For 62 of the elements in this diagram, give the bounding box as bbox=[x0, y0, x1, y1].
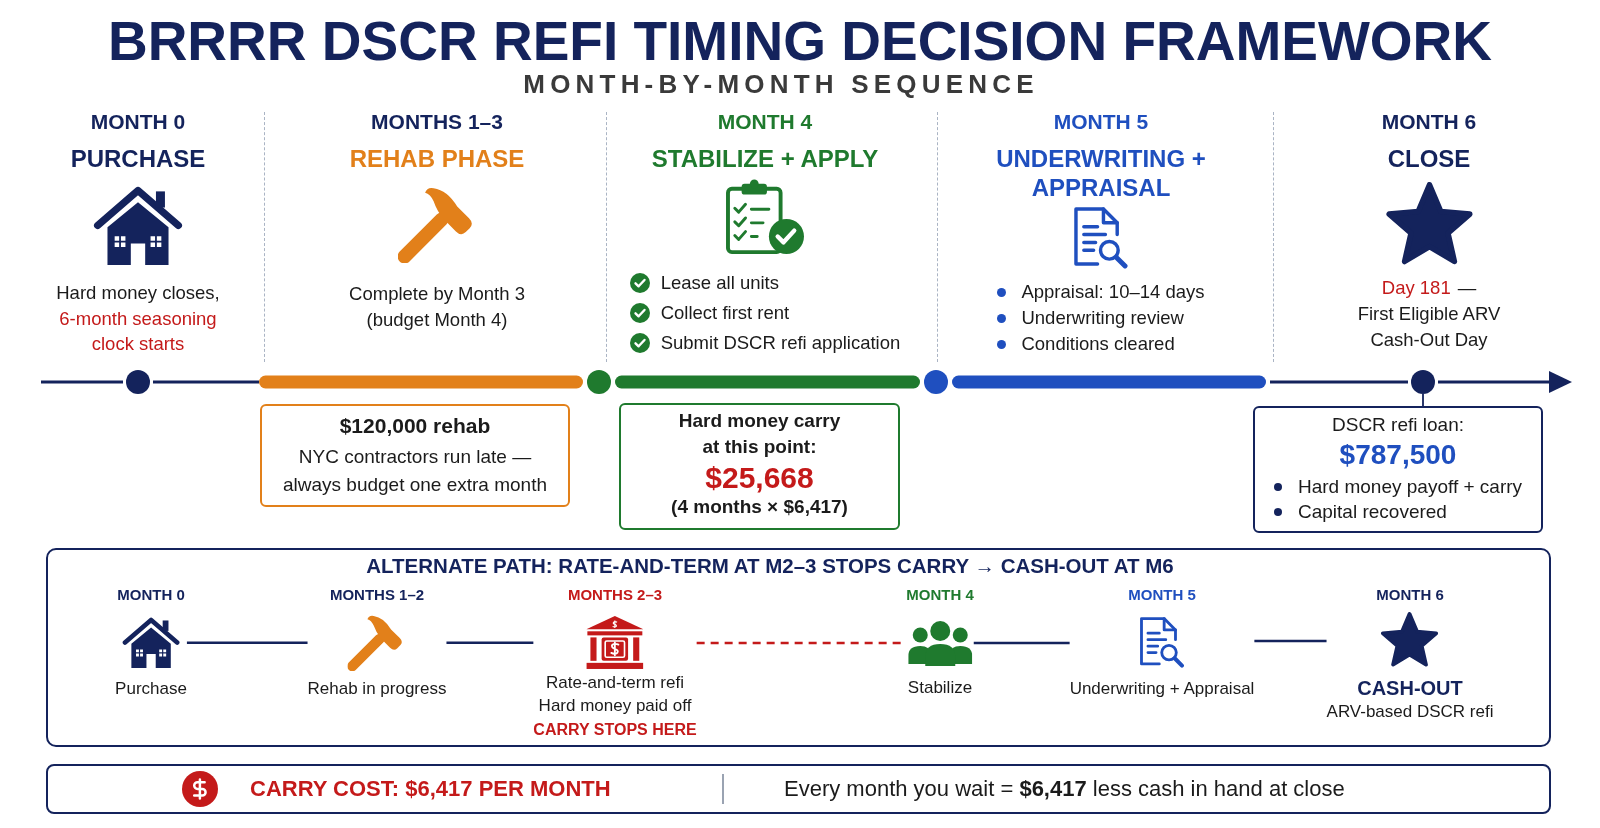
phase-title: REHAB PHASE bbox=[349, 144, 525, 173]
list-item-text: Capital recovered bbox=[1298, 500, 1447, 524]
connector-line bbox=[186, 641, 308, 644]
month-label: MONTH 5 bbox=[1053, 110, 1149, 134]
highlight-text: Day 181 bbox=[1381, 276, 1451, 300]
connector-line bbox=[446, 641, 534, 644]
phase-title: UNDERWRITING + APPRAISAL bbox=[995, 144, 1207, 202]
month-label: MONTHS 1–3 bbox=[371, 110, 503, 134]
description-text: Hard money paid off bbox=[538, 695, 692, 717]
dash-text: — bbox=[1457, 276, 1477, 300]
month-label: MONTHS 2–3 bbox=[567, 585, 663, 605]
connector-line bbox=[1254, 639, 1327, 643]
phase-title: CLOSE bbox=[1387, 144, 1471, 173]
description-text: 6-month seasoning clock starts bbox=[58, 306, 218, 356]
month-label: MONTH 0 bbox=[90, 110, 186, 134]
diagram-title: BRRRR DSCR REFI TIMING DECISION FRAMEWORK bbox=[107, 12, 1493, 70]
phase-title: STABILIZE + APPLY bbox=[651, 144, 879, 173]
timeline-dot bbox=[1411, 370, 1435, 394]
list-item-text: Appraisal: 10–14 days bbox=[1021, 280, 1205, 304]
description-text: Complete by Month 3 (budget Month 4) bbox=[348, 282, 526, 332]
month-label: MONTH 0 bbox=[117, 585, 185, 605]
card-heading: Hard money carry at this point: bbox=[677, 409, 842, 459]
step-title: CASH-OUT bbox=[1357, 676, 1463, 700]
month-label: MONTH 6 bbox=[1376, 585, 1444, 605]
warning-text: CARRY STOPS HERE bbox=[533, 720, 697, 740]
month-label: MONTH 5 bbox=[1128, 585, 1196, 605]
formula-text: (4 months × $6,417) bbox=[671, 495, 848, 519]
month-label: MONTH 4 bbox=[906, 585, 974, 605]
list-item-text: Underwriting review bbox=[1021, 306, 1184, 330]
list-item-text: Submit DSCR refi application bbox=[660, 331, 901, 355]
alternate-path-panel bbox=[46, 548, 1551, 747]
note-text: Every month you wait = $6,417 less cash in hand at close bbox=[784, 775, 1345, 803]
list-item-text: Lease all units bbox=[660, 271, 779, 295]
info-card bbox=[260, 404, 570, 507]
panel-heading: ALTERNATE PATH: RATE-AND-TERM AT M2–3 STOPS CARRY → CASH-OUT AT M6 bbox=[366, 554, 1174, 578]
amount-text: $25,668 bbox=[705, 461, 814, 495]
month-label: MONTH 6 bbox=[1381, 110, 1477, 134]
summary-bar bbox=[46, 764, 1551, 814]
list-item-text: Conditions cleared bbox=[1021, 332, 1175, 356]
description-text: First Eligible ARV Cash-Out Day bbox=[1356, 302, 1502, 352]
info-card bbox=[1253, 406, 1543, 533]
phase-title: PURCHASE bbox=[70, 144, 206, 173]
info-card bbox=[619, 403, 900, 530]
description-text: Underwriting + Appraisal bbox=[1069, 678, 1255, 699]
card-heading: DSCR refi loan: bbox=[1332, 413, 1464, 437]
description-text: Purchase bbox=[115, 678, 187, 699]
description-text: Rehab in progress bbox=[307, 678, 447, 699]
description-text: Stabilize bbox=[907, 677, 973, 698]
subtitle: MONTH-BY-MONTH SEQUENCE bbox=[523, 69, 1039, 99]
description-text: Rate-and-term refi bbox=[546, 672, 684, 694]
connector-line bbox=[973, 641, 1070, 645]
amount-text: $787,500 bbox=[1339, 438, 1457, 472]
list-item-text: Collect first rent bbox=[660, 301, 790, 325]
description-text: ARV-based DSCR refi bbox=[1326, 701, 1494, 723]
list-item-text: Hard money payoff + carry bbox=[1298, 475, 1523, 499]
leader-line bbox=[1422, 393, 1424, 407]
note-text: NYC contractors run late — always budget one extra month bbox=[281, 445, 549, 497]
month-label: MONTH 4 bbox=[717, 110, 813, 134]
description-text: Hard money closes, bbox=[56, 281, 220, 305]
month-label: MONTHS 1–2 bbox=[329, 585, 425, 605]
card-heading: $120,000 rehab bbox=[339, 413, 491, 439]
cost-heading: CARRY COST: $6,417 PER MONTH bbox=[250, 775, 611, 803]
